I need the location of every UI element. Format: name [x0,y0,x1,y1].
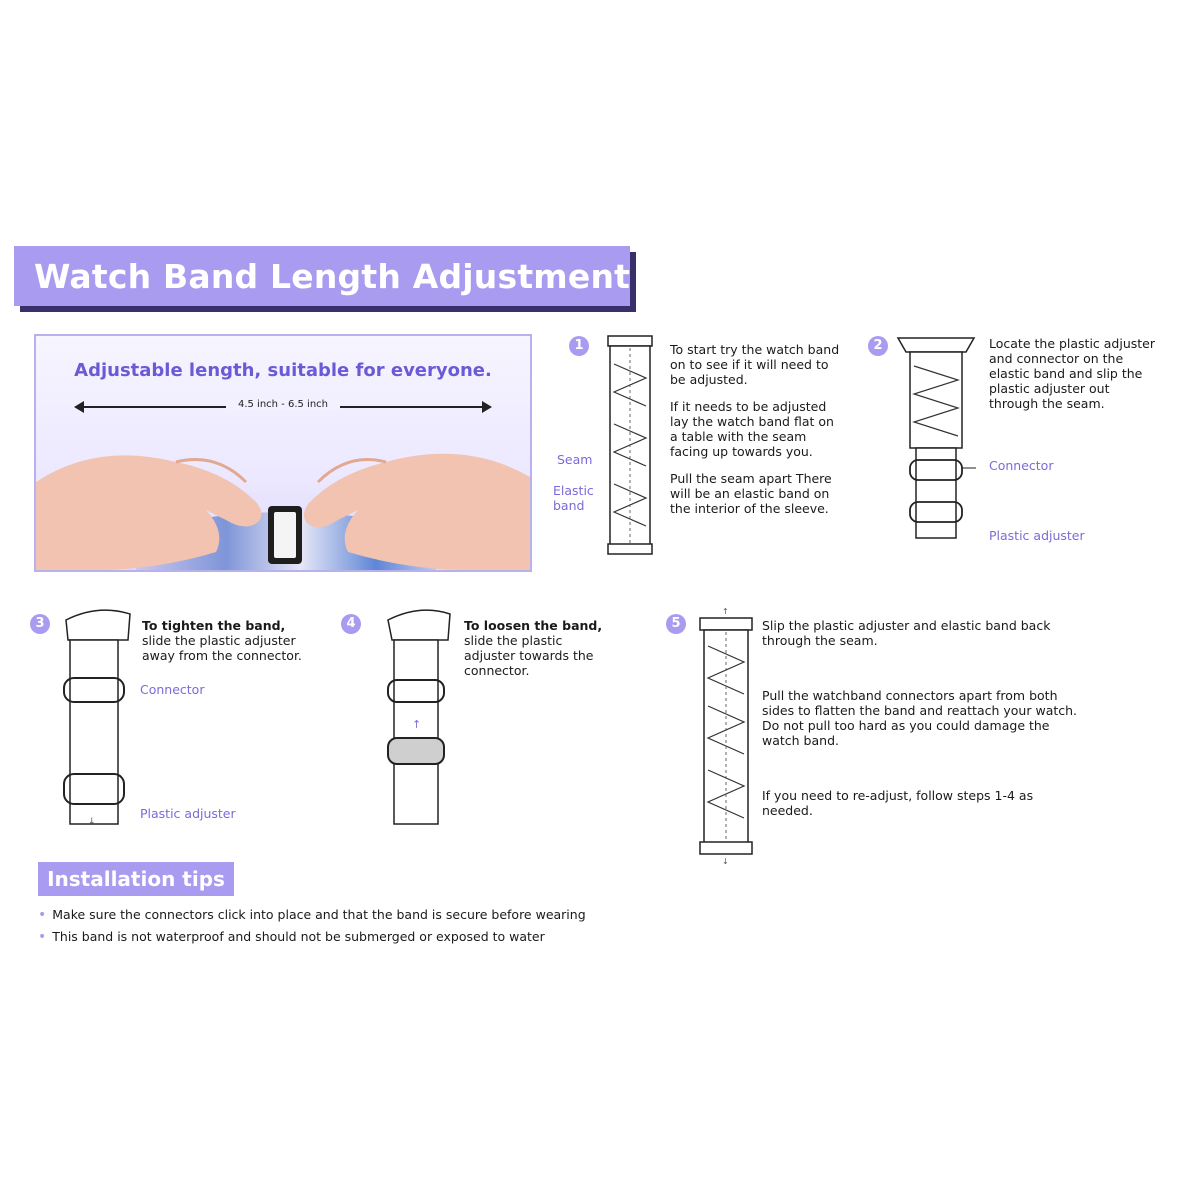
title-banner: Watch Band Length Adjustment [14,246,636,312]
arrow-right-icon [482,401,492,413]
length-measure-label: 4.5 inch - 6.5 inch [226,399,340,410]
step-3-band-illustration: ↓ [63,609,131,826]
step-3-instruction: slide the plastic adjuster away from the… [142,633,302,663]
step-3-text: To tighten the band, slide the plastic a… [142,618,302,663]
step-3-connector-label: Connector [140,682,205,697]
page-title: Watch Band Length Adjustment [34,256,631,296]
step-1-band-illustration [607,335,653,555]
step-2-band-illustration [896,337,976,539]
bullet-icon: • [38,907,47,923]
svg-text:↓: ↓ [722,857,729,866]
step-5-text: Slip the plastic adjuster and elastic ba… [762,618,1082,830]
hero-caption: Adjustable length, suitable for everyone… [74,360,492,381]
step-4-number: 4 [341,614,361,634]
step-1-text: To start try the watch band on to see if… [670,342,840,528]
svg-text:↑: ↑ [412,718,421,731]
hero-image-panel: Adjustable length, suitable for everyone… [34,334,532,572]
tip-item: • This band is not waterproof and should … [38,929,545,945]
step-5-paragraph: If you need to re-adjust, follow steps 1… [762,788,1034,818]
step-2-number: 2 [868,336,888,356]
step-1-paragraph: To start try the watch band on to see if… [670,342,840,387]
step-3-number: 3 [30,614,50,634]
step-4-band-illustration: ↑ [387,609,451,825]
tip-item: • Make sure the connectors click into pla… [38,907,586,923]
arrow-left-icon [74,401,84,413]
step-1-paragraph: If it needs to be adjusted lay the watch… [670,399,834,459]
step-5-band-illustration: ↑ ↓ [699,607,753,866]
step-5-paragraph: Pull the watchband connectors apart from… [762,688,1078,748]
step-1-number: 1 [569,336,589,356]
step-2-connector-label: Connector [989,458,1054,473]
step-4-bold-heading: To loosen the band, [464,618,603,633]
svg-text:↑: ↑ [722,607,729,616]
step-4-instruction: slide the plastic adjuster towards the c… [464,633,594,678]
step-5-paragraph: Slip the plastic adjuster and elastic ba… [762,618,1051,648]
step-2-paragraph: Locate the plastic adjuster and connecto… [989,336,1156,411]
bullet-icon: • [38,929,47,945]
installation-tips-banner: Installation tips [38,862,234,896]
step-2-text: Locate the plastic adjuster and connecto… [989,336,1161,423]
step-3-bold-heading: To tighten the band, [142,618,286,633]
elastic-band-label: Elastic band [553,483,594,513]
tip-text: This band is not waterproof and should n… [52,929,545,944]
step-3-plastic-adjuster-label: Plastic adjuster [140,806,236,821]
installation-tips-title: Installation tips [47,867,225,891]
hands-adjusting-band-illustration [36,453,530,570]
step-2-plastic-adjuster-label: Plastic adjuster [989,528,1085,543]
seam-label: Seam [557,452,593,467]
step-5-number: 5 [666,614,686,634]
svg-text:↓: ↓ [88,817,96,826]
step-1-paragraph: Pull the seam apart There will be an ela… [670,471,832,516]
tip-text: Make sure the connectors click into plac… [52,907,586,922]
title-banner-bar: Watch Band Length Adjustment [14,246,630,306]
step-4-text: To loosen the band, slide the plastic ad… [464,618,614,678]
